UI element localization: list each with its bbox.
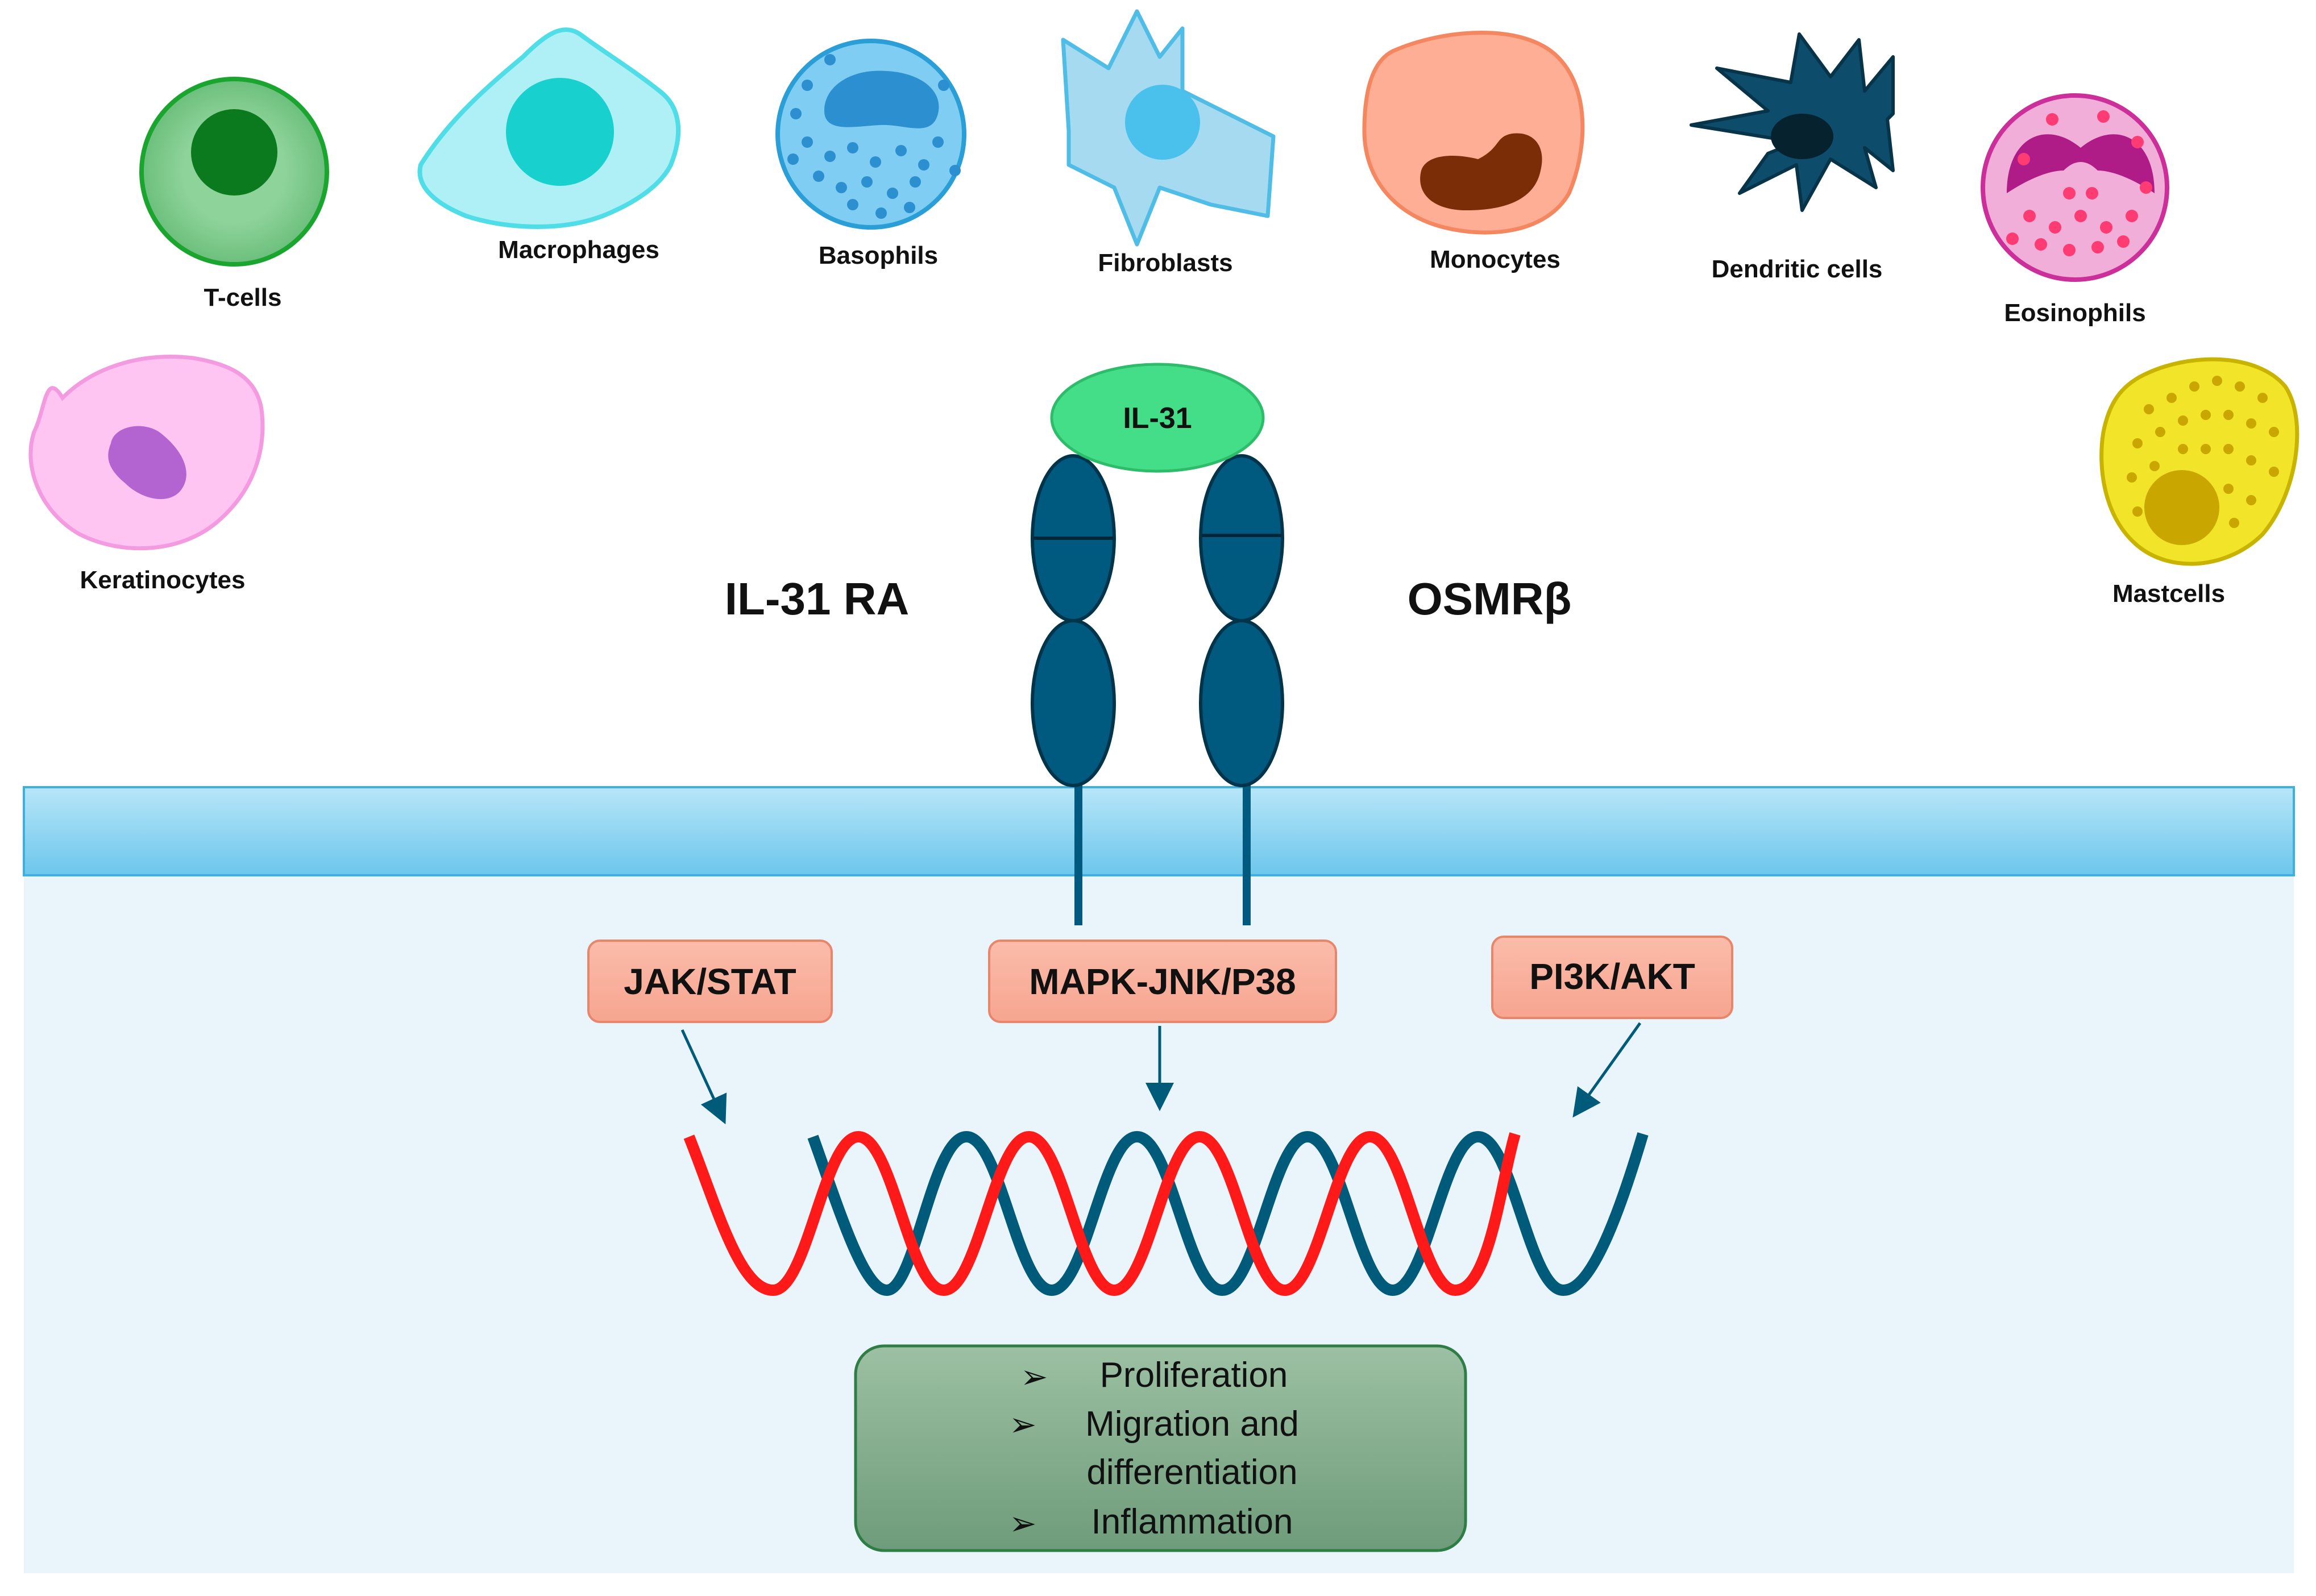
- cell-label: Eosinophils: [2004, 299, 2145, 327]
- arrow-jak-stat: [680, 1029, 727, 1125]
- cell-label: Macrophages: [498, 236, 659, 264]
- eosinophil-icon: [1981, 93, 2169, 282]
- pathway-label: PI3K/AKT: [1529, 956, 1695, 997]
- cell-label: Keratinocytes: [80, 566, 245, 594]
- fibroblast-icon: [1061, 9, 1276, 247]
- mast-cell-icon: [2099, 357, 2300, 566]
- cell-label: Fibroblasts: [1098, 249, 1232, 277]
- basophil-icon: [775, 39, 966, 230]
- keratinocyte-icon: [28, 355, 265, 551]
- outcome-inflammation: Inflammation: [1091, 1502, 1293, 1541]
- outcome-box: [854, 1344, 1467, 1552]
- cell-membrane: [23, 786, 2295, 876]
- t-cell-icon: [139, 77, 329, 267]
- outcome-migration-line1: Migration and: [1085, 1404, 1299, 1444]
- basophil-granules: [787, 54, 961, 219]
- eosinophil-granules: [2006, 110, 2152, 256]
- osmrb-receptor: [1199, 454, 1284, 925]
- cell-label: Basophils: [819, 242, 938, 269]
- cell-label: Mastcells: [2112, 580, 2225, 608]
- dna-strand-red: [683, 1130, 1521, 1296]
- dendritic-cell-icon: [1690, 32, 1895, 212]
- outcome-proliferation: Proliferation: [1100, 1356, 1288, 1395]
- il31-label: IL-31: [1123, 402, 1192, 435]
- pathway-box-mapk: [988, 940, 1337, 1023]
- outcome-migration-line2: differentiation: [1086, 1453, 1297, 1492]
- pathway-label: MAPK-JNK/P38: [1029, 961, 1296, 1002]
- cell-label: T-cells: [204, 284, 282, 311]
- il31ra-receptor: [1031, 454, 1116, 925]
- pathway-label: JAK/STAT: [624, 961, 796, 1002]
- bullet-icon: ➢: [1009, 1406, 1037, 1443]
- osmrb-label: OSMRβ: [1408, 573, 1572, 624]
- pathway-box-pi3k: [1491, 936, 1733, 1019]
- bullet-icon: ➢: [1020, 1358, 1048, 1395]
- cell-label: Dendritic cells: [1712, 255, 1883, 283]
- pathway-box-jak-stat: [587, 940, 833, 1023]
- arrow-pi3k: [1572, 1022, 1642, 1118]
- monocyte-icon: [1362, 31, 1585, 235]
- il31ra-label: IL-31 RA: [725, 573, 910, 624]
- dna-helix: [683, 1130, 1649, 1296]
- macrophage-icon: [417, 27, 681, 229]
- il31-ligand: [1050, 363, 1265, 473]
- mast-cell-granules: [2127, 376, 2279, 528]
- cell-label: Monocytes: [1430, 246, 1560, 273]
- bullet-icon: ➢: [1009, 1505, 1037, 1542]
